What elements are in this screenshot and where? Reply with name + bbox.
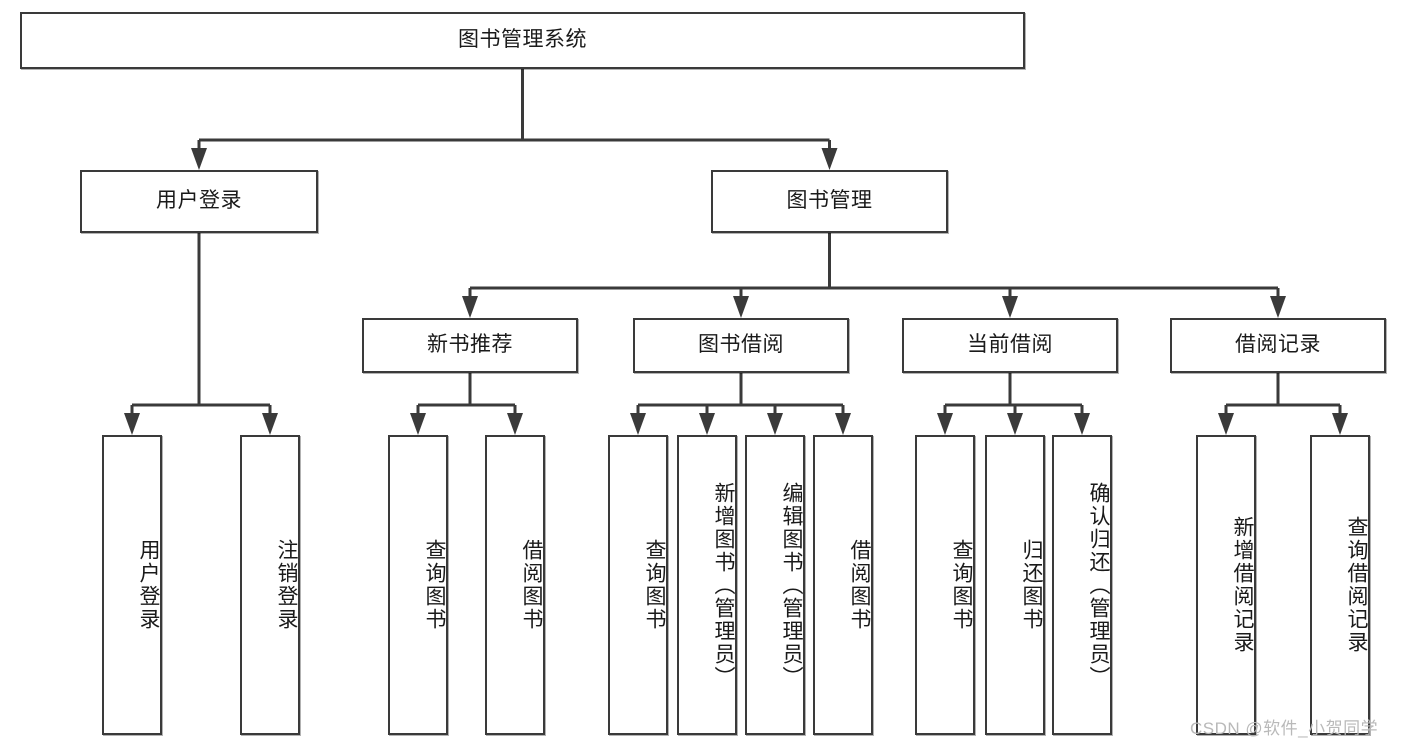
node-borrow-record[interactable]: 借阅记录: [1170, 318, 1386, 373]
arrowhead-icon: [821, 148, 838, 170]
node-leaf-return-book[interactable]: 归还图书: [985, 435, 1045, 735]
arrowhead-icon: [767, 413, 783, 435]
node-leaf-query-book-2[interactable]: 查询图书: [608, 435, 668, 735]
node-leaf-add-record[interactable]: 新增借阅记录: [1196, 435, 1256, 735]
node-label: 当前借阅: [967, 333, 1053, 357]
node-label: 图书管理: [786, 189, 873, 213]
node-leaf-borrow-book-1[interactable]: 借阅图书: [485, 435, 545, 735]
arrowhead-icon: [1007, 413, 1023, 435]
node-label: 编辑图书（管理员）: [780, 481, 803, 689]
node-label: 新书推荐: [427, 333, 513, 357]
node-leaf-query-record[interactable]: 查询借阅记录: [1310, 435, 1370, 735]
node-leaf-query-book-1[interactable]: 查询图书: [388, 435, 448, 735]
node-label: 注销登录: [275, 539, 298, 631]
node-leaf-logout[interactable]: 注销登录: [240, 435, 300, 735]
node-label: 图书借阅: [698, 333, 784, 357]
node-label: 用户登录: [156, 189, 242, 213]
arrowhead-icon: [699, 413, 715, 435]
arrowhead-icon: [1074, 413, 1090, 435]
arrowhead-icon: [630, 413, 646, 435]
node-label: 确认归还（管理员）: [1087, 481, 1110, 689]
node-label: 借阅图书: [848, 539, 871, 631]
arrowhead-icon: [1218, 413, 1234, 435]
node-label: 借阅图书: [520, 539, 543, 631]
node-leaf-query-book-3[interactable]: 查询图书: [915, 435, 975, 735]
node-new-book-rec[interactable]: 新书推荐: [362, 318, 578, 373]
csdn-watermark: CSDN @软件_小贺同学: [1190, 719, 1379, 738]
node-label: 借阅记录: [1235, 333, 1321, 357]
arrowhead-icon: [410, 413, 426, 435]
node-label: 归还图书: [1020, 539, 1043, 631]
arrowhead-icon: [1270, 296, 1286, 318]
node-user-login[interactable]: 用户登录: [80, 170, 318, 233]
node-leaf-confirm-return[interactable]: 确认归还（管理员）: [1052, 435, 1112, 735]
node-label: 查询图书: [423, 539, 446, 631]
node-current-borrow[interactable]: 当前借阅: [902, 318, 1118, 373]
node-label: 用户登录: [137, 539, 160, 631]
node-label: 新增图书（管理员）: [712, 481, 735, 689]
arrowhead-icon: [124, 413, 140, 435]
arrowhead-icon: [462, 296, 478, 318]
node-book-manage[interactable]: 图书管理: [711, 170, 948, 233]
arrowhead-icon: [937, 413, 953, 435]
arrowhead-icon: [191, 148, 207, 170]
arrowhead-icon: [733, 296, 749, 318]
node-label: 图书管理系统: [458, 28, 587, 52]
node-label: 查询借阅记录: [1345, 516, 1368, 654]
node-label: 新增借阅记录: [1231, 516, 1254, 654]
node-book-borrow[interactable]: 图书借阅: [633, 318, 849, 373]
node-label: 查询图书: [643, 539, 666, 631]
node-leaf-edit-book[interactable]: 编辑图书（管理员）: [745, 435, 805, 735]
arrowhead-icon: [507, 413, 523, 435]
node-leaf-user-login[interactable]: 用户登录: [102, 435, 162, 735]
arrowhead-icon: [1332, 413, 1348, 435]
node-root[interactable]: 图书管理系统: [20, 12, 1025, 69]
node-label: 查询图书: [950, 539, 973, 631]
node-leaf-add-book[interactable]: 新增图书（管理员）: [677, 435, 737, 735]
node-leaf-borrow-book-2[interactable]: 借阅图书: [813, 435, 873, 735]
arrowhead-icon: [262, 413, 278, 435]
arrowhead-icon: [835, 413, 851, 435]
arrowhead-icon: [1002, 296, 1018, 318]
